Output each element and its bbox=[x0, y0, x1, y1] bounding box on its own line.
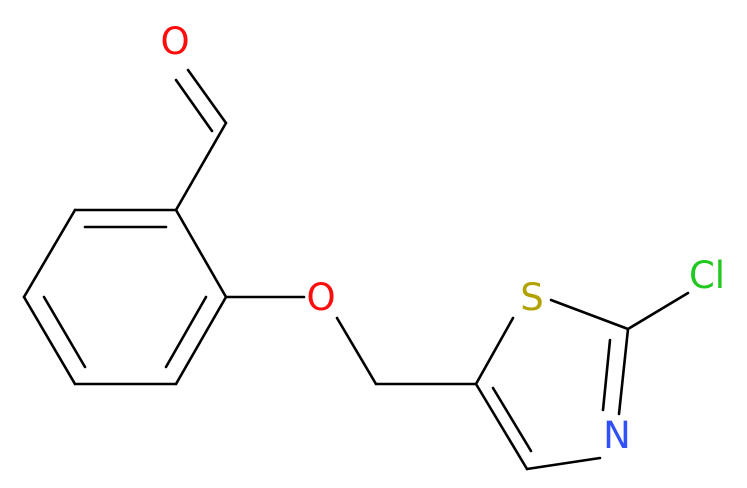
atom-label-chlorine: Cl bbox=[689, 254, 725, 297]
bond-s1-c2 bbox=[549, 298, 630, 331]
bond-c2-n3-inner bbox=[601, 338, 612, 412]
bond-c4-c5 bbox=[474, 382, 529, 471]
bond-c4-c5-inner bbox=[491, 386, 533, 453]
atom-label-oxygen-ether: O bbox=[306, 276, 335, 319]
bond-c3-c4-inner bbox=[42, 295, 87, 369]
benzene-ring bbox=[22, 208, 228, 386]
bond-c3-c4 bbox=[22, 295, 77, 386]
bond-o-ch2 bbox=[335, 316, 378, 386]
ether-linker bbox=[224, 295, 478, 386]
bond-c2-c3 bbox=[22, 208, 77, 299]
bond-c5-s1 bbox=[474, 316, 515, 386]
bond-c5-c6 bbox=[174, 295, 228, 386]
bond-ring-cho bbox=[174, 121, 228, 212]
atom-label-sulfur: S bbox=[520, 276, 544, 319]
bond-c5-c6-inner bbox=[164, 295, 208, 369]
bond-c2-n3 bbox=[617, 327, 630, 416]
thiazole-ring bbox=[474, 291, 690, 471]
atom-label-nitrogen: N bbox=[603, 414, 631, 457]
bond-c2-cl bbox=[626, 291, 690, 331]
bond-c6-c1 bbox=[174, 208, 228, 299]
atom-labels: O O S N Cl bbox=[160, 20, 725, 457]
bond-cho-double-2 bbox=[174, 78, 214, 133]
atom-label-oxygen-aldehyde: O bbox=[160, 20, 189, 63]
aldehyde-group bbox=[174, 68, 228, 212]
bond-n3-c4 bbox=[525, 456, 602, 471]
bond-cho-double-1 bbox=[186, 68, 228, 125]
